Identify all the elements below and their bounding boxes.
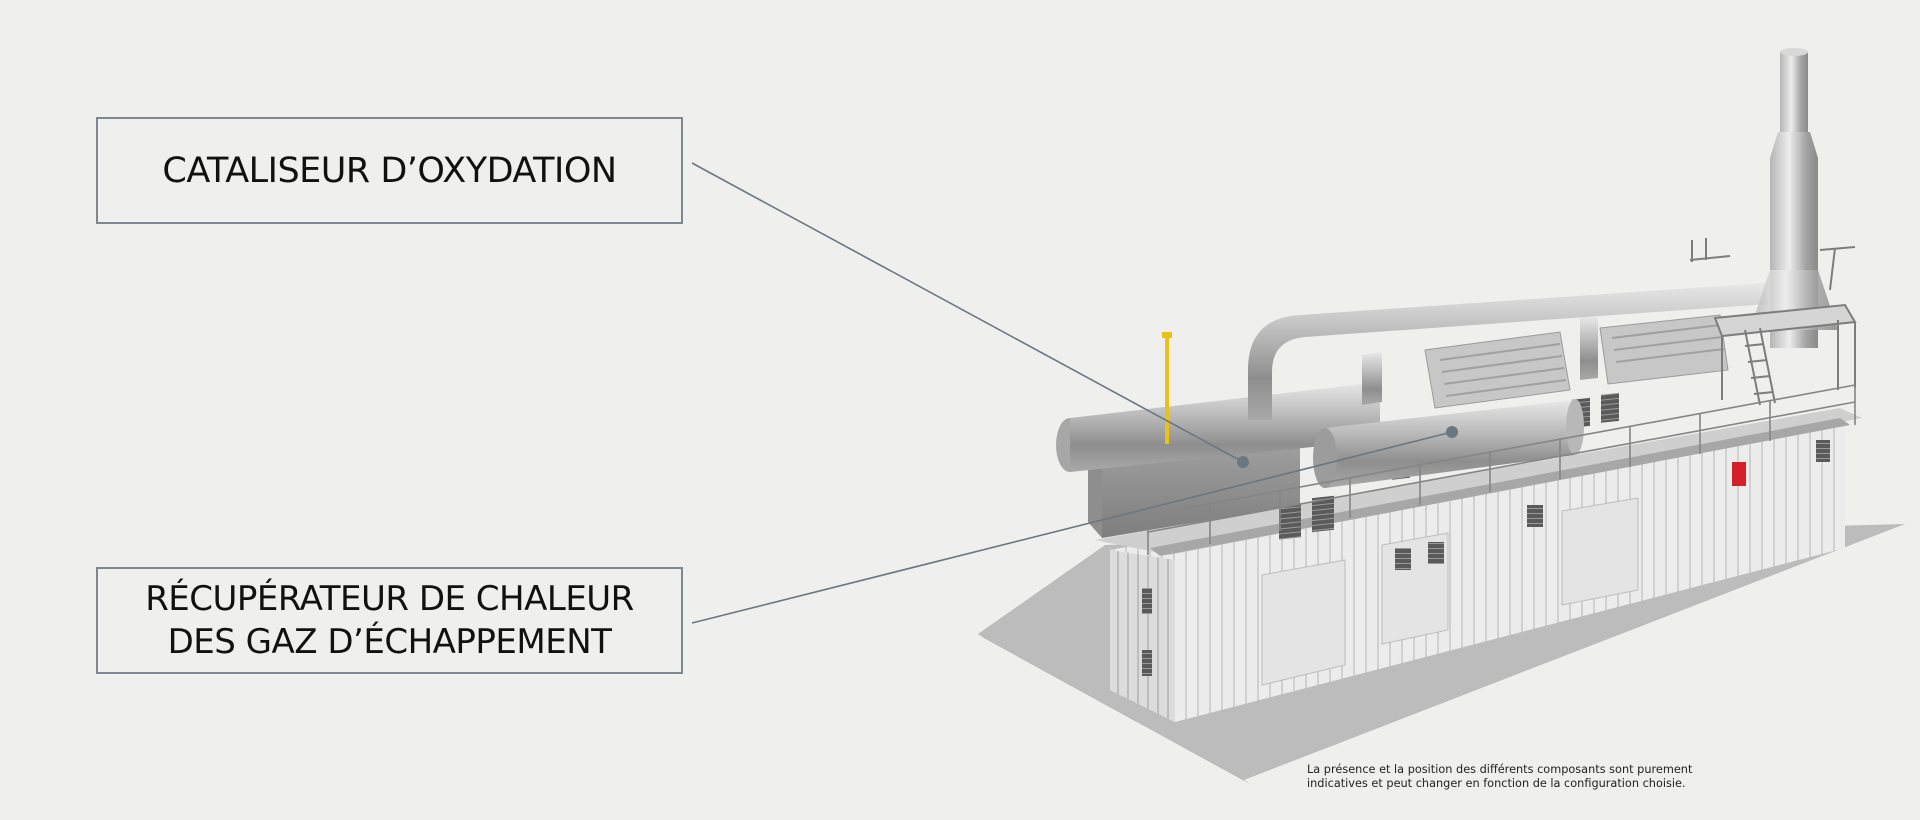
roof-railing [1147,384,1856,555]
callout-catalyst-label: CATALISEUR D’OXYDATION [162,150,617,191]
stack-platform [1689,238,1857,406]
footnote-line1: La présence et la position des différent… [1307,763,1693,776]
callout-recuperator-line1: RÉCUPÉRATEUR DE CHALEUR [145,578,634,619]
leader-line-catalyst [691,162,1244,463]
disclaimer-footnote: La présence et la position des différent… [1307,763,1767,791]
callout-recuperator-line2: DES GAZ D’ÉCHAPPEMENT [167,621,612,662]
container-end [1110,550,1175,722]
brand-logo [1732,462,1746,486]
yellow-marker-mast [1165,332,1169,444]
roof-radiators [1424,314,1729,409]
leader-line-recuperator [691,431,1453,624]
leader-dot-catalyst [1237,456,1249,468]
exhaust-stack [1750,48,1838,348]
leader-dot-recuperator [1446,426,1458,438]
exhaust-heat-recovery-unit [1313,399,1584,488]
callout-recuperator: RÉCUPÉRATEUR DE CHALEUR DES GAZ D’ÉCHAPP… [96,567,683,674]
footnote-line2: indicatives et peut changer en fonction … [1307,777,1686,790]
exhaust-pipe [1248,283,1768,420]
callout-catalyst: CATALISEUR D’OXYDATION [96,117,683,224]
